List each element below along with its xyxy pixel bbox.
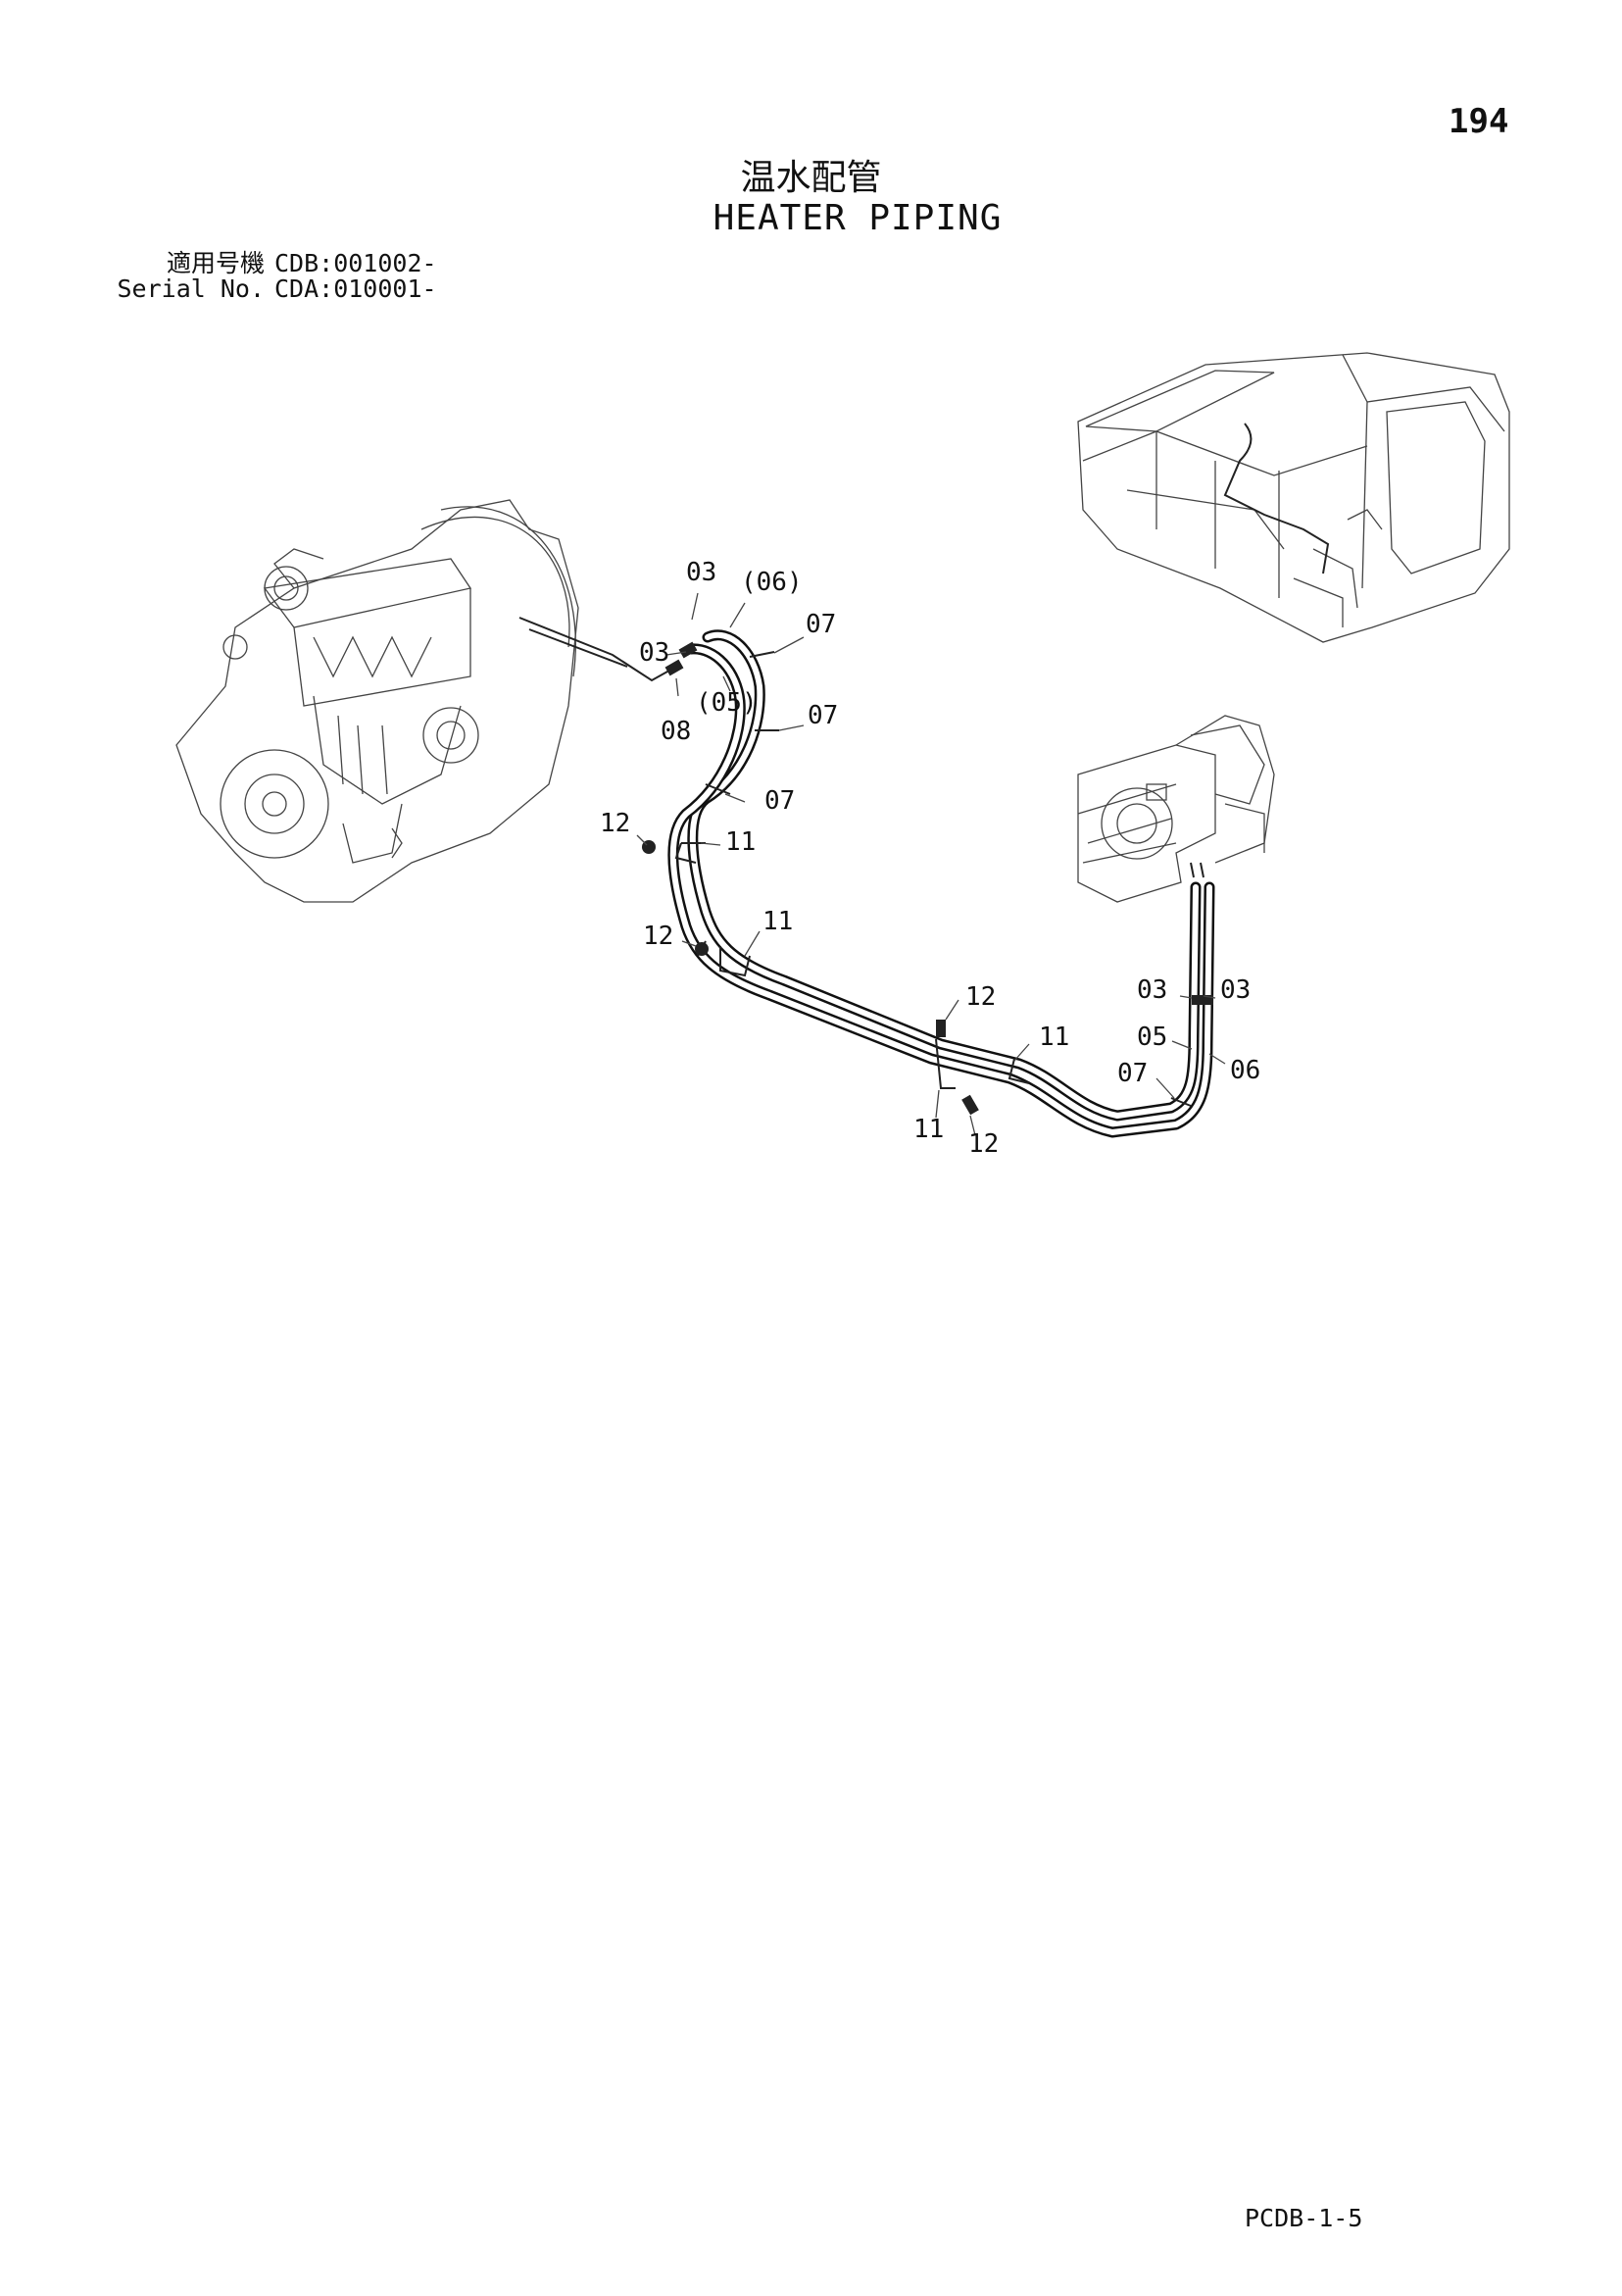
callout-07: 07 bbox=[806, 610, 836, 639]
serial-value: CDA:010001- bbox=[274, 275, 437, 303]
callout-08: 08 bbox=[661, 717, 691, 746]
heater-hoses bbox=[518, 617, 1215, 1138]
page-title: HEATER PIPING bbox=[713, 198, 1003, 238]
heater-unit-illustration bbox=[1077, 715, 1275, 903]
page-title-jp: 温水配管 bbox=[740, 158, 882, 198]
engine-illustration bbox=[175, 499, 579, 903]
callout-06: 06 bbox=[1230, 1056, 1260, 1085]
callout-03: 03 bbox=[1220, 975, 1251, 1005]
callout-03: 03 bbox=[639, 638, 669, 668]
machine-overview-illustration bbox=[1077, 352, 1510, 643]
callout-11: 11 bbox=[1039, 1023, 1069, 1052]
serial-label: Serial No. bbox=[117, 275, 265, 303]
callout-11: 11 bbox=[725, 827, 756, 857]
callout-12: 12 bbox=[600, 809, 630, 838]
callout-leaders bbox=[636, 592, 1226, 1136]
serial-label-jp: 適用号機 bbox=[166, 249, 265, 277]
callout-07: 07 bbox=[808, 701, 838, 730]
callout-07: 07 bbox=[764, 786, 795, 816]
serial-applicability: 適用号機 CDB:001002- Serial No. CDA:010001- bbox=[116, 249, 437, 303]
page-number: 194 bbox=[1449, 102, 1509, 141]
callout-12: 12 bbox=[968, 1129, 999, 1159]
callout-05-paren: (05) bbox=[696, 688, 758, 718]
callout-03: 03 bbox=[1137, 975, 1167, 1005]
callout-11: 11 bbox=[762, 907, 793, 936]
callout-06-paren: (06) bbox=[741, 568, 803, 597]
serial-value-jp: CDB:001002- bbox=[274, 249, 437, 277]
callout-07: 07 bbox=[1117, 1059, 1148, 1088]
callout-03: 03 bbox=[686, 558, 716, 587]
callout-12: 12 bbox=[965, 982, 996, 1012]
callout-05: 05 bbox=[1137, 1023, 1167, 1052]
callout-11: 11 bbox=[913, 1115, 944, 1144]
callout-labels: 03 (06) 03 07 (05) 08 07 07 12 11 12 11 … bbox=[600, 558, 1260, 1159]
page-footer-code: PCDB-1-5 bbox=[1245, 2204, 1363, 2232]
callout-12: 12 bbox=[643, 922, 673, 951]
